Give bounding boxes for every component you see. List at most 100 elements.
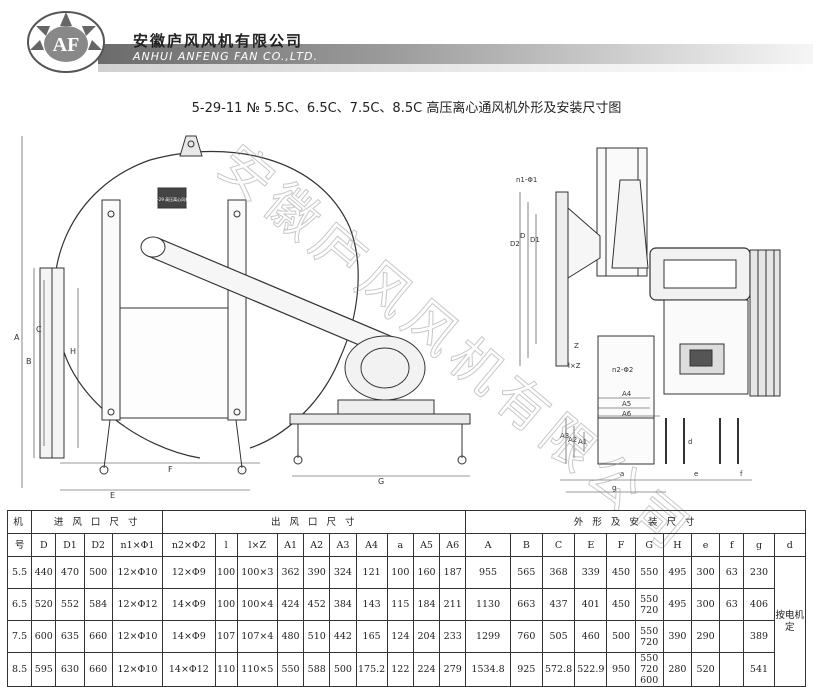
- table-cell: 390: [303, 556, 331, 589]
- table-cell: 110×5: [236, 652, 278, 687]
- table-cell: 500: [329, 652, 357, 687]
- table-cell: 100×4: [236, 588, 278, 621]
- dim-A4: A4: [622, 390, 632, 398]
- table-cell: 100: [386, 556, 414, 589]
- table-cell: 100: [214, 588, 238, 621]
- col-header: a: [386, 533, 414, 557]
- table-cell: 1534.8: [465, 652, 511, 687]
- table-cell: 63: [719, 588, 745, 621]
- col-header: A2: [303, 533, 331, 557]
- col-header: A: [465, 533, 511, 557]
- drawing-title: 5-29-11 № 5.5C、6.5C、7.5C、8.5C 高压离心通风机外形及…: [191, 101, 622, 116]
- table-cell: 584: [83, 588, 113, 621]
- table-cell: 124: [386, 620, 414, 653]
- table-cell: 339: [574, 556, 608, 589]
- col-header: f: [719, 533, 745, 557]
- table-cell: 600: [31, 620, 57, 653]
- table-cell: 552: [55, 588, 85, 621]
- table-cell: 12×Φ9: [162, 556, 216, 589]
- table-cell: 450: [606, 588, 636, 621]
- table-cell: 100: [214, 556, 238, 589]
- table-cell: 925: [509, 652, 543, 687]
- table-cell: 406: [743, 588, 775, 621]
- company-header: AF 安徽庐风风机有限公司 ANHUI ANFENG FAN CO.,LTD.: [0, 0, 813, 78]
- outline-header: 外 形 及 安 装 尺 寸: [465, 510, 806, 534]
- table-cell: 290: [691, 620, 721, 653]
- table-cell: 635: [55, 620, 85, 653]
- table-cell: 480: [276, 620, 305, 653]
- column-header-row: 号 D D1 D2 n1×Φ1 n2×Φ2 l l×Z A1 A2 A3 A4 …: [6, 533, 807, 557]
- col-header: A3: [329, 533, 357, 557]
- dim-G: G: [378, 477, 384, 486]
- dim-A: A: [14, 333, 20, 342]
- col-header: A6: [439, 533, 467, 557]
- company-logo: AF: [27, 11, 105, 73]
- table-cell: 204: [412, 620, 441, 653]
- table-cell: 115: [386, 588, 414, 621]
- table-cell: 550 720: [634, 588, 664, 621]
- table-cell: 384: [329, 588, 357, 621]
- table-cell: 280: [662, 652, 693, 687]
- table-cell: 12×Φ10: [111, 556, 164, 589]
- table-cell: 211: [439, 588, 467, 621]
- dim-D2: D2: [510, 240, 520, 248]
- table-cell: 143: [355, 588, 388, 621]
- dim-A3: A3: [560, 432, 569, 440]
- col-header: D: [31, 533, 57, 557]
- table-cell: 440: [31, 556, 57, 589]
- inlet-header: 进 风 口 尺 寸: [31, 510, 164, 534]
- table-cell: 12×Φ10: [111, 652, 164, 687]
- header-bar-fade: [98, 64, 813, 72]
- dim-D1: D1: [530, 236, 540, 244]
- table-cell: 660: [83, 620, 113, 653]
- dim-e: e: [694, 470, 698, 478]
- table-cell: 442: [329, 620, 357, 653]
- col-header: l×Z: [236, 533, 278, 557]
- table-cell: 470: [55, 556, 85, 589]
- table-cell: 362: [276, 556, 305, 589]
- table-cell: 107×4: [236, 620, 278, 653]
- table-cell: 450: [606, 556, 636, 589]
- table-cell: 107: [214, 620, 238, 653]
- table-cell: 175.2: [355, 652, 388, 687]
- col-header: A4: [355, 533, 388, 557]
- col-header: n1×Φ1: [111, 533, 164, 557]
- col-header: H: [662, 533, 693, 557]
- dim-B: B: [26, 357, 32, 366]
- table-cell: 437: [541, 588, 576, 621]
- table-cell: 110: [214, 652, 238, 687]
- dim-A6: A6: [622, 410, 632, 418]
- table-cell: 122: [386, 652, 414, 687]
- table-cell: 1299: [465, 620, 511, 653]
- table-cell: 12×Φ12: [111, 588, 164, 621]
- table-cell: 8.5: [6, 652, 33, 687]
- dim-H: H: [70, 347, 76, 356]
- table-cell: 5.5: [6, 556, 33, 589]
- table-cell: 510: [303, 620, 331, 653]
- dim-d: d: [688, 438, 692, 446]
- front-view: 5-29 高压离心风机 A B C H: [14, 135, 471, 500]
- table-cell: 324: [329, 556, 357, 589]
- table-cell: 550: [634, 556, 664, 589]
- dimension-table: 机 进 风 口 尺 寸 出 风 口 尺 寸 外 形 及 安 装 尺 寸 号 D …: [6, 510, 807, 687]
- table-cell: 14×Φ12: [162, 652, 216, 687]
- table-cell: 550 720 600: [634, 652, 664, 687]
- table-cell: 950: [606, 652, 636, 687]
- table-cell: 1130: [465, 588, 511, 621]
- fan-outline-drawing: 5-29 高压离心风机 A B C H: [14, 135, 781, 500]
- table-cell: 505: [541, 620, 576, 653]
- table-cell: [719, 620, 745, 653]
- col-header: G: [634, 533, 664, 557]
- table-cell: 12×Φ10: [111, 620, 164, 653]
- col-header: D1: [55, 533, 85, 557]
- company-name-cn: 安徽庐风风机有限公司: [133, 32, 304, 50]
- table-cell: 165: [355, 620, 388, 653]
- dim-C: C: [36, 325, 42, 334]
- table-cell: 100×3: [236, 556, 278, 589]
- company-name-en: ANHUI ANFENG FAN CO.,LTD.: [133, 50, 318, 63]
- table-cell: 760: [509, 620, 543, 653]
- table-cell: 460: [574, 620, 608, 653]
